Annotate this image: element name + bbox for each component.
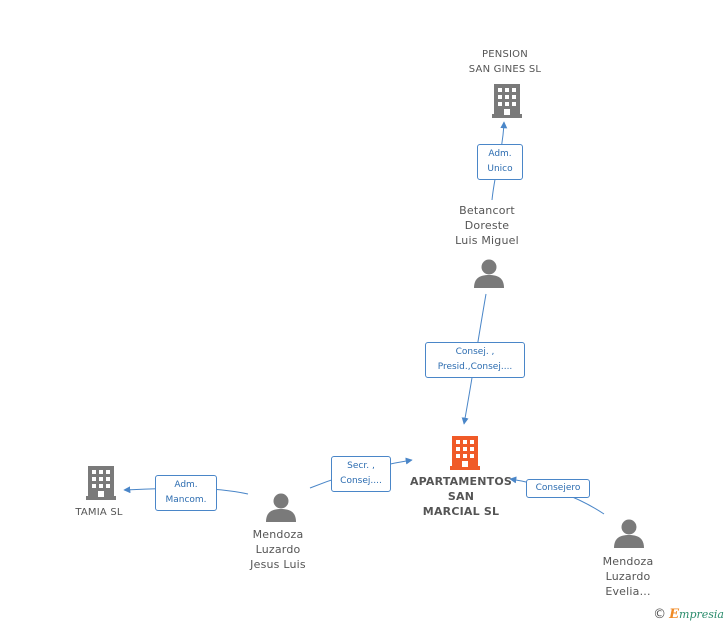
edge-label-line: Mancom. — [165, 495, 207, 505]
building-icon-tamia[interactable] — [86, 466, 116, 500]
edge-label-line: Consej. , — [455, 347, 495, 357]
label-line: MARCIAL SL — [422, 505, 500, 518]
label-line: Mendoza — [252, 528, 304, 541]
label-line: TAMIA SL — [75, 507, 123, 518]
edge-label-consej-presid[interactable]: Consej. , Presid.,Consej.... — [425, 342, 525, 378]
building-icon-pension[interactable] — [492, 84, 522, 118]
label-line: SAN GINES SL — [468, 64, 542, 75]
edge-label-adm-unico[interactable]: Adm. Unico — [477, 144, 523, 180]
brand-logo: Empresia — [669, 607, 724, 622]
label-line: Luzardo — [255, 543, 301, 556]
edge-label-line: Consej.... — [340, 476, 382, 486]
label-line: Jesus Luis — [250, 558, 306, 571]
edge-label-line: Unico — [487, 164, 513, 174]
label-line: Doreste — [464, 219, 510, 232]
node-label-mendoza-jesus[interactable]: Mendoza Luzardo Jesus Luis — [226, 527, 330, 572]
node-label-mendoza-evelia[interactable]: Mendoza Luzardo Evelia... — [584, 554, 672, 599]
label-line: APARTAMENTOS — [409, 475, 513, 488]
edge-label-adm-mancom[interactable]: Adm. Mancom. — [155, 475, 217, 511]
label-line: SAN — [447, 490, 475, 503]
edge-label-consejero[interactable]: Consejero — [526, 479, 590, 498]
edge-label-line: Presid.,Consej.... — [437, 362, 513, 372]
edge-label-line: Secr. , — [347, 461, 375, 471]
edge-label-line: Consejero — [535, 483, 581, 493]
node-label-betancort[interactable]: Betancort Doreste Luis Miguel — [432, 203, 542, 248]
label-line: Luis Miguel — [455, 234, 519, 247]
label-line: Luzardo — [605, 570, 651, 583]
label-line: PENSION — [482, 49, 528, 60]
building-icon-apartamentos[interactable] — [450, 436, 480, 470]
node-label-pension[interactable]: PENSION SAN GINES SL — [450, 47, 560, 77]
person-icon-betancort[interactable] — [474, 259, 504, 289]
edge-label-secr-consej[interactable]: Secr. , Consej.... — [331, 456, 391, 492]
brand-name: mpresia — [679, 608, 724, 621]
label-line: Betancort — [459, 204, 515, 217]
copyright-symbol: © — [653, 607, 667, 622]
brand-initial: E — [669, 607, 680, 622]
edge-label-line: Adm. — [174, 480, 198, 490]
label-line: Evelia... — [605, 585, 651, 598]
node-label-tamia[interactable]: TAMIA SL — [54, 505, 144, 520]
node-label-apartamentos[interactable]: APARTAMENTOS SAN MARCIAL SL — [401, 474, 521, 519]
edge-label-line: Adm. — [488, 149, 512, 159]
empresia-watermark: © Empresia — [653, 607, 724, 622]
person-icon-mendoza-jesus[interactable] — [266, 493, 296, 523]
label-line: Mendoza — [602, 555, 654, 568]
person-icon-mendoza-evelia[interactable] — [614, 519, 644, 549]
